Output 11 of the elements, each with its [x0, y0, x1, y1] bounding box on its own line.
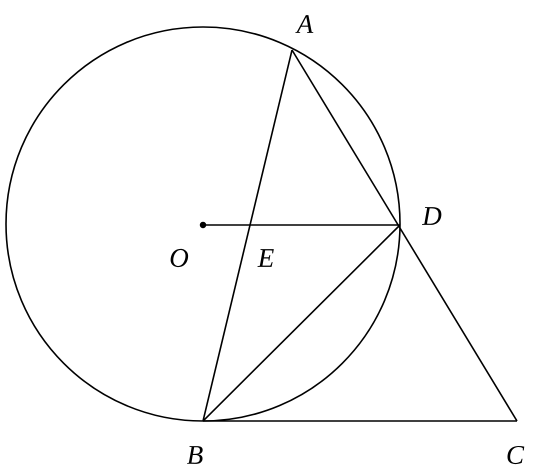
line-segment	[202, 224, 401, 422]
point-label: C	[508, 446, 524, 464]
line-segment	[203, 224, 400, 226]
point-label: B	[187, 446, 203, 464]
point-label: A	[295, 15, 314, 33]
point-label: O	[170, 248, 188, 268]
line-segment	[203, 420, 517, 422]
line-segment	[291, 50, 518, 422]
point-label: D	[422, 207, 442, 225]
point-label: E	[257, 249, 274, 267]
line-segment	[202, 50, 293, 422]
